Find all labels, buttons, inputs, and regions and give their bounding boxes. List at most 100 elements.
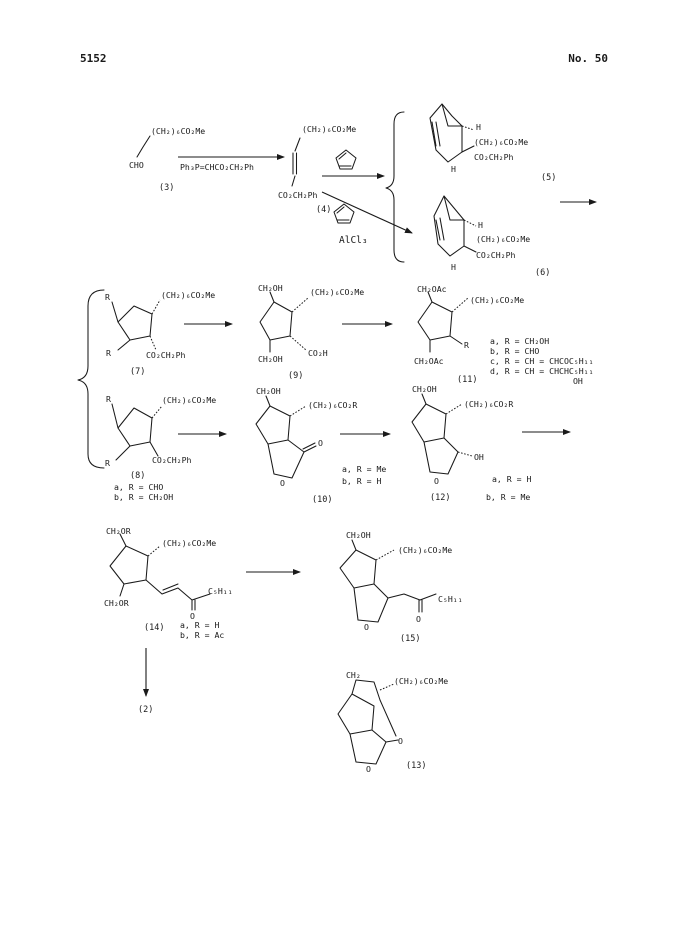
c8-label: (8) (130, 471, 145, 481)
c7-r2: R (106, 348, 111, 358)
c9-acid: CO₂H (308, 348, 328, 358)
c7-chain: (CH₂)₆CO₂Me (161, 290, 215, 300)
c2-label: (2) (138, 705, 153, 715)
c8-variant-b: b, R = CH₂OH (114, 492, 173, 502)
compound-6: H (CH₂)₆CO₂Me CO₂CH₂Ph H (6) (433, 195, 550, 278)
c11-top: CH₂OAc (417, 284, 447, 294)
wittig-reagent: Ph₃P=CHCO₂CH₂Ph (180, 162, 254, 172)
c6-label: (6) (535, 268, 550, 278)
c11-variant-b: b, R = CHO (490, 346, 539, 356)
c7-ester: CO₂CH₂Ph (146, 350, 186, 360)
c11-variant-a: a, R = CH₂OH (490, 336, 549, 346)
c9-top: CH₂OH (258, 283, 283, 293)
c11-variant-d: d, R = CH = CHCHC₅H₁₁ (490, 366, 594, 376)
c10-variant-b: b, R = H (342, 476, 382, 486)
c9-chain: (CH₂)₆CO₂Me (310, 287, 364, 297)
c7-label: (7) (130, 367, 145, 377)
c5-h2: H (451, 164, 456, 174)
c6-ester: CO₂CH₂Ph (476, 250, 516, 260)
c14-top: CH₂OR (106, 526, 131, 536)
c15-chain: (CH₂)₆CO₂Me (398, 545, 452, 555)
c12-chain: (CH₂)₆CO₂R (464, 399, 513, 409)
c8-r2: R (105, 458, 110, 468)
c8-r1: R (106, 394, 111, 404)
c11-r: R (464, 340, 469, 350)
c8-ester: CO₂CH₂Ph (152, 455, 192, 465)
compound-3: (CH₂)₆CO₂Me CHO (3) (129, 126, 205, 193)
c12-oh: OH (474, 452, 484, 462)
c3-label: (3) (159, 183, 174, 193)
c5-chain: (CH₂)₆CO₂Me (474, 137, 528, 147)
c10-top: CH₂OH (256, 386, 281, 396)
c7-r1: R (105, 292, 110, 302)
c14-bottom: CH₂OR (104, 598, 129, 608)
c13-ch2: CH₂ (346, 670, 361, 680)
c4-label: (4) (316, 205, 331, 215)
c12-top: CH₂OH (412, 384, 437, 394)
c13-label: (13) (406, 761, 426, 771)
c12-label: (12) (430, 493, 450, 503)
c3-chain: (CH₂)₆CO₂Me (151, 126, 205, 136)
page-number: 5152 (80, 52, 107, 65)
c4-chain: (CH₂)₆CO₂Me (302, 124, 356, 134)
c12-variant-b: b, R = Me (486, 492, 530, 502)
compound-12: CH₂OH (CH₂)₆CO₂R OH O a, R = H (12) b, R… (411, 384, 532, 503)
c15-ring-o: O (364, 622, 369, 632)
c8-variant-a: a, R = CHO (114, 482, 163, 492)
compound-5: H (CH₂)₆CO₂Me CO₂CH₂Ph H (5) (429, 103, 556, 183)
compound-13: CH₂ (CH₂)₆CO₂Me O O (13) (337, 670, 448, 774)
compound-7: R (CH₂)₆CO₂Me R CO₂CH₂Ph (7) (105, 290, 215, 377)
c9-bottom: CH₂OH (258, 354, 283, 364)
c14-variant-a: a, R = H (180, 620, 220, 630)
c15-label: (15) (400, 634, 420, 644)
c11-label: (11) (457, 375, 477, 385)
c14-label: (14) (144, 623, 164, 633)
compound-10: CH₂OH (CH₂)₆CO₂R O O (10) a, R = Me b, R… (255, 386, 386, 505)
c14-chain: (CH₂)₆CO₂Me (162, 538, 216, 548)
c10-chain: (CH₂)₆CO₂R (308, 400, 357, 410)
c12-variant-a: a, R = H (492, 474, 532, 484)
compound-4: (CH₂)₆CO₂Me CO₂CH₂Ph (4) (278, 124, 356, 215)
c10-variant-a: a, R = Me (342, 464, 386, 474)
compound-14: CH₂OR (CH₂)₆CO₂Me C₅H₁₁ O CH₂OR (14) a, … (104, 526, 233, 640)
c10-ring-o: O (280, 478, 285, 488)
c10-label: (10) (312, 495, 332, 505)
c9-label: (9) (288, 371, 303, 381)
c14-variant-b: b, R = Ac (180, 630, 224, 640)
c5-h1: H (476, 122, 481, 132)
c11-bottom: CH₂OAc (414, 356, 444, 366)
c5-ester: CO₂CH₂Ph (474, 152, 514, 162)
c4-ester: CO₂CH₂Ph (278, 190, 318, 200)
c12-ring-o: O (434, 476, 439, 486)
c15-top: CH₂OH (346, 530, 371, 540)
c3-cho: CHO (129, 160, 144, 170)
c11-chain: (CH₂)₆CO₂Me (470, 295, 524, 305)
c15-keto-o: O (416, 614, 421, 624)
lewis-acid: AlCl₃ (339, 235, 368, 246)
c11-variant-d-oh: OH (573, 376, 583, 386)
c10-carbonyl-o: O (318, 438, 323, 448)
compound-11: CH₂OAc (CH₂)₆CO₂Me R CH₂OAc (11) a, R = … (414, 284, 594, 386)
c11-variant-c: c, R = CH = CHCOC₅H₁₁ (490, 356, 594, 366)
cyclopentadiene-2 (333, 203, 355, 224)
c14-keto-o: O (190, 611, 195, 621)
c14-alkyl: C₅H₁₁ (208, 586, 233, 596)
compound-15: CH₂OH (CH₂)₆CO₂Me C₅H₁₁ O O (15) (339, 530, 463, 644)
c13-chain: (CH₂)₆CO₂Me (394, 676, 448, 686)
c6-h2: H (451, 262, 456, 272)
journal-reference: No. 50 (568, 52, 608, 65)
c8-chain: (CH₂)₆CO₂Me (162, 395, 216, 405)
brace-7-8 (77, 289, 105, 469)
brace-5-6 (385, 111, 405, 263)
c5-label: (5) (541, 173, 556, 183)
c6-chain: (CH₂)₆CO₂Me (476, 234, 530, 244)
c13-o1: O (398, 736, 403, 746)
c6-h1: H (478, 220, 483, 230)
compound-9: CH₂OH (CH₂)₆CO₂Me CO₂H CH₂OH (9) (258, 283, 364, 381)
compound-8: R (CH₂)₆CO₂Me R CO₂CH₂Ph (8) a, R = CHO … (105, 394, 216, 502)
c13-o2: O (366, 764, 371, 774)
cyclopentadiene-1 (335, 149, 357, 170)
c15-alkyl: C₅H₁₁ (438, 594, 463, 604)
arrow-diels-alder-lewis-acid (321, 191, 413, 234)
